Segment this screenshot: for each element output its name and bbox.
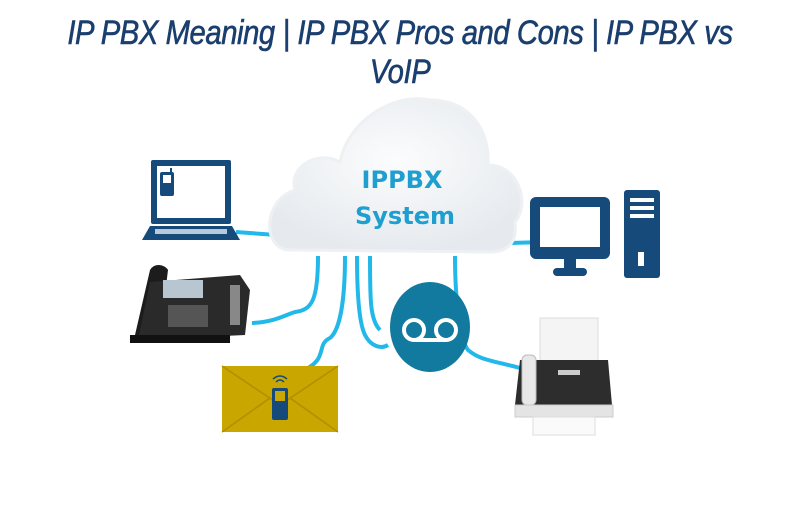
laptop-icon <box>142 160 240 240</box>
cloud-label-line2: System <box>355 202 455 230</box>
ippbx-cloud: IPPBX System <box>268 97 524 254</box>
page-title: IP PBX Meaning | IP PBX Pros and Cons | … <box>67 14 733 92</box>
cloud-label-line1: IPPBX <box>362 166 443 194</box>
fax-machine <box>514 317 614 436</box>
network-cables <box>235 230 546 389</box>
envelope-mobile-icon <box>221 365 339 433</box>
voicemail-icon <box>390 282 470 372</box>
desktop-computer-icon <box>530 190 660 278</box>
desk-phone <box>130 265 250 343</box>
